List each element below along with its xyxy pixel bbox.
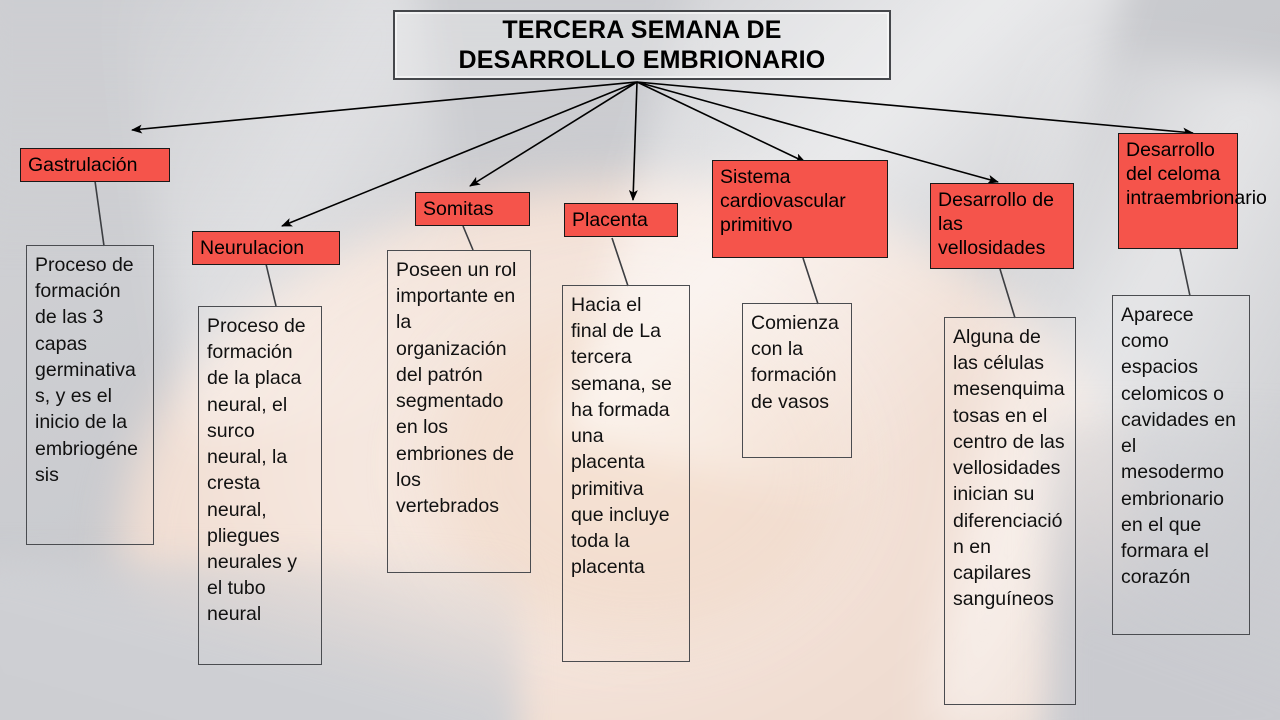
node-desarrollo-vellosidades-label: Desarrollo de las vellosidades: [938, 189, 1054, 260]
node-somitas[interactable]: Somitas: [415, 192, 530, 226]
desc-neurulacion-text: Proceso de formación de la placa neural,…: [207, 315, 306, 626]
node-sistema-cardiovascular[interactable]: Sistema cardiovascular primitivo: [712, 160, 888, 258]
desc-somitas: Poseen un rol importante en la organizac…: [387, 250, 531, 573]
node-desarrollo-vellosidades[interactable]: Desarrollo de las vellosidades: [930, 183, 1074, 269]
desc-desarrollo-vellosidades: Alguna de las células mesenquimatosas en…: [944, 317, 1076, 705]
node-somitas-label: Somitas: [423, 198, 494, 220]
main-title-line-2: DESARROLLO EMBRIONARIO: [458, 46, 826, 74]
node-sistema-cardiovascular-label: Sistema cardiovascular primitivo: [720, 166, 846, 237]
main-title-text: TERCERA SEMANA DE DESARROLLO EMBRIONARIO: [459, 15, 826, 76]
background-gray-bottom-right: [1050, 420, 1280, 720]
desc-placenta-text: Hacia el final de La tercera semana, se …: [571, 294, 672, 579]
desc-gastrulacion-text: Proceso de formación de las 3 capas germ…: [35, 254, 138, 486]
node-desarrollo-celoma[interactable]: Desarrollo del celoma intraembrionario: [1118, 133, 1267, 249]
desc-neurulacion: Proceso de formación de la placa neural,…: [198, 306, 322, 665]
desc-gastrulacion: Proceso de formación de las 3 capas germ…: [26, 245, 154, 545]
main-title-box: TERCERA SEMANA DE DESARROLLO EMBRIONARIO: [393, 10, 891, 80]
node-neurulacion-label: Neurulacion: [200, 237, 305, 259]
background-gray-bottom-left: [0, 560, 520, 720]
desc-desarrollo-celoma-text: Aparece como espacios celomicos o cavida…: [1121, 304, 1236, 589]
desc-sistema-cardiovascular-text: Comienza con la formación de vasos: [751, 312, 839, 413]
node-gastrulacion-label: Gastrulación: [28, 154, 138, 176]
desc-placenta: Hacia el final de La tercera semana, se …: [562, 285, 690, 662]
node-placenta-label: Placenta: [572, 209, 648, 231]
desc-desarrollo-celoma: Aparece como espacios celomicos o cavida…: [1112, 295, 1250, 635]
main-title-line-1: TERCERA SEMANA DE: [502, 15, 782, 44]
node-gastrulacion[interactable]: Gastrulación: [20, 148, 170, 182]
node-neurulacion[interactable]: Neurulacion: [192, 231, 340, 265]
desc-sistema-cardiovascular: Comienza con la formación de vasos: [742, 303, 852, 458]
node-desarrollo-celoma-label: Desarrollo del celoma intraembrionario: [1126, 139, 1267, 210]
desc-desarrollo-vellosidades-text: Alguna de las células mesenquimatosas en…: [953, 326, 1065, 611]
desc-somitas-text: Poseen un rol importante en la organizac…: [396, 259, 517, 517]
node-placenta[interactable]: Placenta: [564, 203, 678, 237]
